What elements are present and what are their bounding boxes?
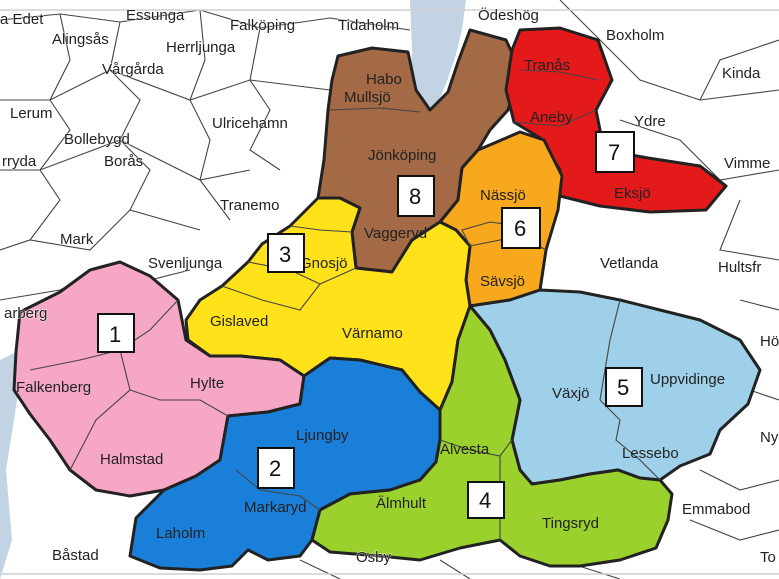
region-5-marker: 5 <box>605 367 643 407</box>
label-falkenberg: Falkenberg <box>16 379 91 396</box>
region-3-marker: 3 <box>267 233 305 273</box>
label-essunga: Essunga <box>126 7 185 24</box>
region-1-number: 1 <box>109 322 121 347</box>
label-tranas: Tranås <box>524 57 570 74</box>
region-7-marker: 7 <box>595 131 635 173</box>
label-bastad: Båstad <box>52 547 99 564</box>
place-labels: a Edet Essunga Falköping Tidaholm Ödeshö… <box>0 5 779 566</box>
label-tranemo: Tranemo <box>220 197 279 214</box>
region-5-number: 5 <box>617 375 629 400</box>
region-7-number: 7 <box>608 140 620 165</box>
region-4-area <box>310 304 674 568</box>
label-jonkoping: Jönköping <box>368 147 436 164</box>
label-rryda: rryda <box>2 153 37 170</box>
label-ydre: Ydre <box>634 113 666 130</box>
label-torsas: To <box>760 549 776 566</box>
region-6-marker: 6 <box>501 207 541 249</box>
label-bollebygd: Bollebygd <box>64 131 130 148</box>
label-odeshog: Ödeshög <box>478 6 539 24</box>
label-mullsjo: Mullsjö <box>344 89 391 106</box>
region-8-marker: 8 <box>397 175 435 217</box>
label-varnamo: Värnamo <box>342 325 403 342</box>
label-boras: Borås <box>104 153 143 170</box>
label-alvesta: Alvesta <box>440 441 490 458</box>
label-ljungby: Ljungby <box>296 427 349 444</box>
label-uppvidinge: Uppvidinge <box>650 371 725 388</box>
label-mark: Mark <box>60 231 94 248</box>
label-kinda: Kinda <box>722 65 761 82</box>
label-hogsby: Hö <box>760 333 779 350</box>
label-almhult: Älmhult <box>376 495 427 512</box>
label-alingsas: Alingsås <box>52 31 109 48</box>
label-svenljunga: Svenljunga <box>148 255 223 272</box>
region-4-marker: 4 <box>467 481 505 519</box>
label-tidaholm: Tidaholm <box>338 17 399 34</box>
region-1-marker: 1 <box>97 313 135 353</box>
region-number-boxes: 1 2 3 4 5 6 7 8 <box>97 131 643 519</box>
label-markaryd: Markaryd <box>244 499 307 516</box>
sea-area <box>0 352 20 579</box>
label-tingsryd: Tingsryd <box>542 515 599 532</box>
region-2-number: 2 <box>269 456 281 481</box>
label-ulricehamn: Ulricehamn <box>212 115 288 132</box>
label-hylte: Hylte <box>190 375 224 392</box>
label-aneby: Aneby <box>530 109 573 126</box>
label-gnosjo: Gnosjö <box>300 255 348 272</box>
label-nybro: Ny <box>760 429 779 446</box>
label-hultsfred: Hultsfr <box>718 259 761 276</box>
label-varberg: arberg <box>4 305 47 322</box>
region-6-number: 6 <box>514 216 526 241</box>
label-osby: Osby <box>356 549 392 566</box>
region-4-number: 4 <box>479 488 491 513</box>
label-emmaboda: Emmabod <box>682 501 750 518</box>
region-3-number: 3 <box>279 242 291 267</box>
label-vaxjo: Växjö <box>552 385 590 402</box>
region-8-number: 8 <box>409 184 421 209</box>
region-2-marker: 2 <box>257 447 295 489</box>
label-vaggeryd: Vaggeryd <box>364 225 427 242</box>
label-vimmerby: Vimme <box>724 155 770 172</box>
label-vargarda: Vårgårda <box>102 61 164 78</box>
label-halmstad: Halmstad <box>100 451 163 468</box>
label-lessebo: Lessebo <box>622 445 679 462</box>
label-edet: a Edet <box>0 11 44 28</box>
lake-vattern <box>410 0 466 112</box>
label-eksjo: Eksjö <box>614 185 651 202</box>
label-lerum: Lerum <box>10 105 53 122</box>
label-laholm: Laholm <box>156 525 205 542</box>
label-savsjo: Sävsjö <box>480 273 525 290</box>
label-nassjo: Nässjö <box>480 187 526 204</box>
label-vetlanda: Vetlanda <box>600 255 659 272</box>
label-falkoping: Falköping <box>230 17 295 34</box>
label-gislaved: Gislaved <box>210 313 268 330</box>
label-herrljunga: Herrljunga <box>166 39 236 56</box>
label-habo: Habo <box>366 71 402 88</box>
label-boxholm: Boxholm <box>606 27 664 44</box>
